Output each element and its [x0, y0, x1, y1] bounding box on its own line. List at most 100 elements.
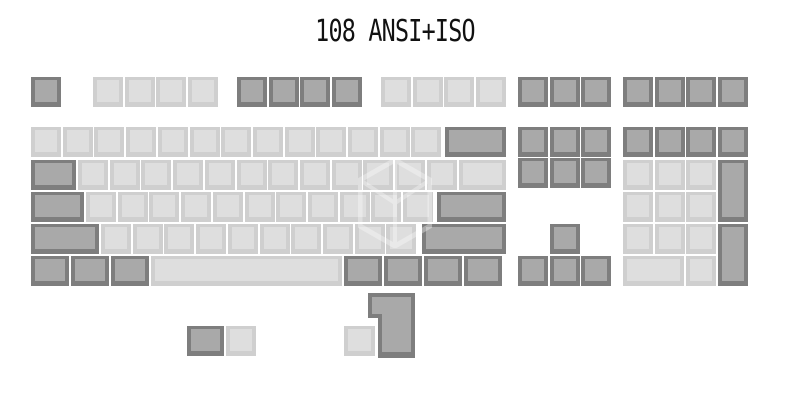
keycap-dark [549, 127, 580, 157]
keycap-light [196, 224, 227, 254]
keycap-dark [654, 77, 685, 107]
keycap-light [109, 160, 140, 190]
keycap-light [189, 127, 220, 157]
keycap-light [204, 160, 235, 190]
keycap-dark [718, 77, 749, 107]
keycap-light [93, 77, 123, 107]
keycap-dark [623, 77, 653, 107]
keycap-light [623, 224, 653, 254]
keycap-dark [518, 77, 548, 107]
keycap-light [126, 127, 157, 157]
keycap-light [259, 224, 290, 254]
keycap-dark [550, 224, 580, 254]
keycap-light [299, 160, 330, 190]
keycap-light [117, 192, 148, 222]
keycap-light [322, 224, 353, 254]
keycap-light [686, 160, 717, 190]
keycap-dark [332, 77, 363, 107]
keycap-light [339, 192, 370, 222]
keycap-dark [464, 256, 502, 286]
keycap-dark [445, 127, 506, 157]
page-title: 108 ANSI+ISO [315, 14, 475, 49]
keycap-light [212, 192, 243, 222]
cube-logo-icon [358, 158, 432, 248]
keycap-dark [300, 77, 331, 107]
keycap-light [623, 192, 653, 222]
keycap-dark [549, 77, 580, 107]
keycap-light [226, 326, 256, 356]
keycap-light [411, 127, 442, 157]
keycap-light [173, 160, 204, 190]
keycap-dark [31, 224, 99, 254]
keycap-light [316, 127, 347, 157]
keycap-light [157, 127, 188, 157]
keycap-light [132, 224, 163, 254]
keycap-light [371, 192, 402, 222]
keycap-dark [549, 158, 580, 188]
keycap-light [623, 256, 684, 286]
keycap-dark [111, 256, 149, 286]
keycap-light [124, 77, 155, 107]
keycap-dark [31, 256, 69, 286]
keycap-light [307, 192, 338, 222]
keycap-light [236, 160, 267, 190]
keycap-dark [718, 160, 748, 222]
keycap-light [331, 160, 362, 190]
keycap-light [164, 224, 195, 254]
keycap-light [151, 256, 342, 286]
keycap-light [654, 224, 685, 254]
keycap-light [276, 192, 307, 222]
keycap-dark [581, 256, 612, 286]
keycap-light [156, 77, 187, 107]
keycap-light [181, 192, 212, 222]
keycap-dark [31, 77, 61, 107]
keycap-dark [518, 256, 548, 286]
keycap-light [686, 256, 716, 286]
keycap-light [379, 127, 410, 157]
keycap-light [62, 127, 93, 157]
keycap-light [654, 192, 685, 222]
keycap-light [476, 77, 507, 107]
keycap-light [31, 127, 61, 157]
keycap-light [381, 77, 411, 107]
iso-enter-key [368, 293, 415, 358]
keycap-light [227, 224, 258, 254]
keycap-light [101, 224, 131, 254]
keycap-light [686, 224, 717, 254]
keycap-dark [581, 158, 612, 188]
keycap-dark [31, 160, 76, 190]
keycap-light [363, 160, 394, 190]
keycap-light [252, 127, 283, 157]
keycap-dark [71, 256, 109, 286]
keycap-light [94, 127, 125, 157]
keycap-light [291, 224, 322, 254]
keycap-dark [549, 256, 580, 286]
keycap-light [244, 192, 275, 222]
keycap-light [459, 160, 506, 190]
keycap-light [395, 160, 425, 190]
keycap-dark [718, 127, 749, 157]
keycap-light [268, 160, 299, 190]
keycap-light [221, 127, 252, 157]
keycap-light [141, 160, 172, 190]
keycap-dark [686, 127, 717, 157]
keycap-dark [581, 77, 612, 107]
keycap-dark [31, 192, 84, 222]
keycap-dark [422, 224, 506, 254]
keycap-dark [268, 77, 299, 107]
keycap-light [149, 192, 180, 222]
keycap-light [444, 77, 475, 107]
keycap-dark [187, 326, 224, 356]
keycap-light [654, 160, 685, 190]
keycap-dark [424, 256, 462, 286]
keycap-light [412, 77, 443, 107]
keycap-dark [237, 77, 267, 107]
keycap-light [188, 77, 219, 107]
keycap-light [354, 224, 385, 254]
keycap-dark [518, 127, 548, 157]
keycap-light [403, 192, 433, 222]
keycap-light [348, 127, 378, 157]
keycap-light [86, 192, 116, 222]
keycap-dark [518, 158, 548, 188]
